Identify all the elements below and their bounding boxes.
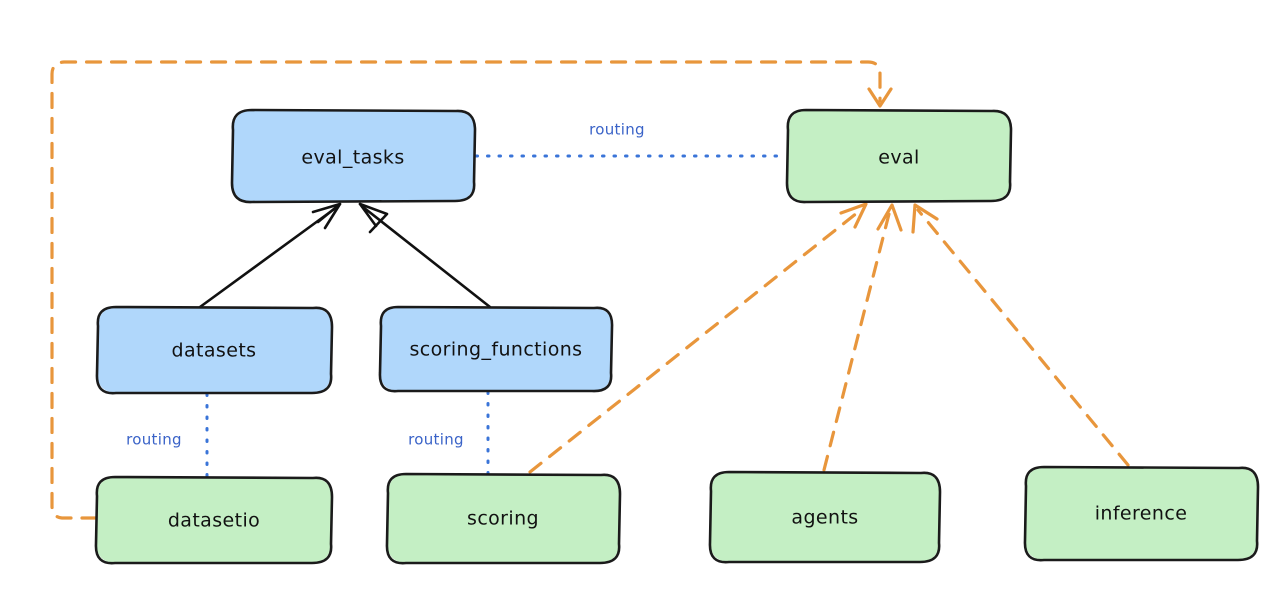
edge-datasetio-eval: [50, 60, 893, 520]
edge-label-routing-datasets: routing: [126, 431, 182, 449]
node-label-inference: inference: [1095, 503, 1188, 525]
edge-eval-tasks-eval: routing: [474, 121, 788, 158]
node-agents[interactable]: agents: [708, 470, 942, 564]
node-label-eval: eval: [878, 147, 919, 169]
edge-scoring-functions-scoring: routing: [408, 390, 490, 475]
node-label-agents: agents: [791, 507, 858, 529]
node-label-scoring-functions: scoring_functions: [410, 339, 583, 361]
edge-scoring-functions-eval-tasks: [358, 202, 492, 309]
node-datasetio[interactable]: datasetio: [94, 475, 334, 565]
edge-label-routing-scoring: routing: [408, 431, 464, 449]
node-label-eval-tasks: eval_tasks: [301, 147, 404, 169]
node-label-datasets: datasets: [172, 340, 257, 362]
node-eval[interactable]: eval: [785, 108, 1013, 204]
node-datasets[interactable]: datasets: [95, 305, 334, 395]
node-scoring-functions[interactable]: scoring_functions: [378, 305, 614, 393]
edge-label-routing-eval: routing: [589, 121, 645, 139]
edge-scoring-eval: [528, 202, 868, 474]
edge-datasets-datasetio: routing: [126, 392, 209, 478]
node-inference[interactable]: inference: [1023, 465, 1260, 562]
node-eval-tasks[interactable]: eval_tasks: [230, 108, 477, 204]
node-label-scoring: scoring: [467, 508, 539, 530]
edge-datasets-eval-tasks: [198, 202, 342, 309]
edge-inference-eval: [911, 203, 1130, 467]
edge-agents-eval: [822, 203, 903, 472]
node-label-datasetio: datasetio: [168, 510, 260, 532]
node-scoring[interactable]: scoring: [385, 472, 622, 565]
